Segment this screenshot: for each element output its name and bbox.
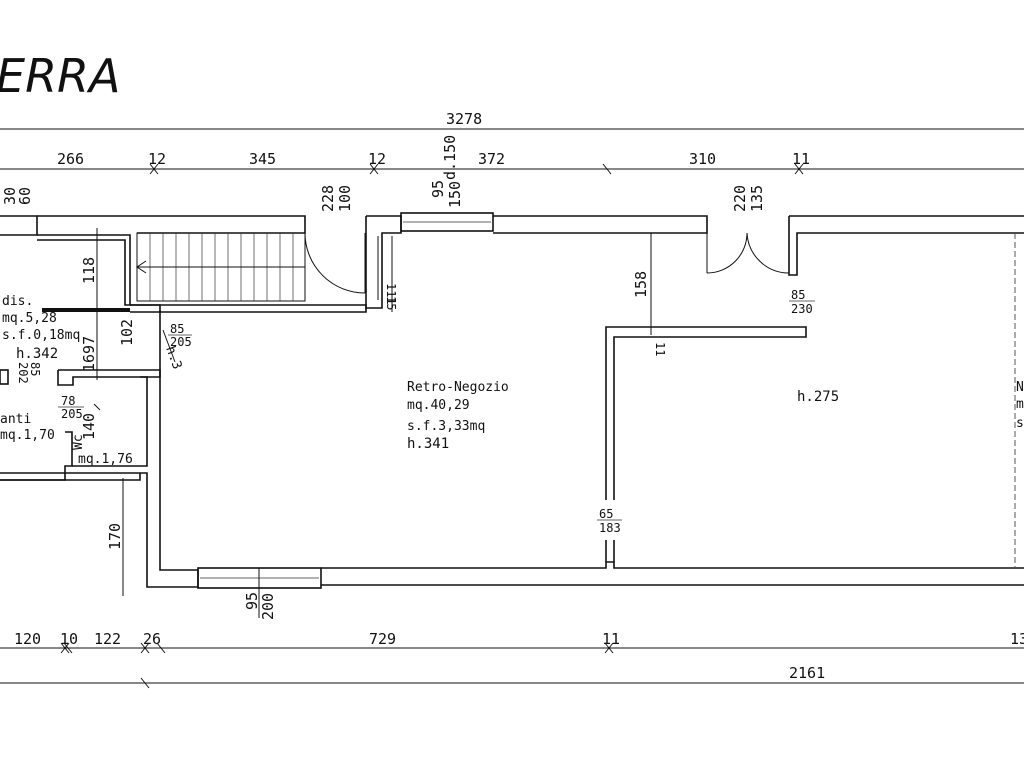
opening-65-183-w: 65 [599,507,613,521]
opening-78-205-w: 78 [61,394,75,408]
room-right-cut-1: N [1016,380,1024,395]
dim-15: 15 [384,296,398,310]
dim-top-310: 310 [689,150,716,168]
dim-vert-135: 135 [748,185,766,212]
bottom-dimension-lines [0,642,1024,689]
opening-85-205-h: 205 [170,335,192,349]
room-dis-name: dis. [2,294,33,309]
dim-vert-d150: d.150 [441,135,459,180]
dim-bottom-120: 120 [14,630,41,648]
opening-85-205-w: 85 [170,322,184,336]
dim-vert-30: 30 [1,187,19,205]
dim-top-total: 3278 [446,110,482,128]
dim-158: 158 [632,271,650,298]
staircase [136,232,306,302]
dim-vert-95: 95 [429,180,447,198]
dim-left-1697: 1697 [80,336,98,372]
dim-left-102: 102 [118,319,136,346]
room-wc-area: mq.1,76 [78,452,133,467]
dim-left-118: 118 [80,257,98,284]
opening-85-230-w: 85 [791,288,805,302]
dim-vert-150: 150 [446,181,464,208]
room-right-cut-2: m [1016,397,1024,412]
room-anti-name: anti [0,412,31,427]
walls [0,212,1024,589]
dim-left-140: 140 [80,413,98,440]
plan-title: ERRA [0,49,120,103]
opening-78-205-h: 205 [61,407,83,421]
dim-bottom-11: 11 [602,630,620,648]
dim-bottom-10: 10 [60,630,78,648]
dim-95-bottom: 95 [243,592,261,610]
room-dis-area: mq.5,28 [2,311,57,326]
room-retro-area: mq.40,29 [407,398,470,413]
dim-top-345: 345 [249,150,276,168]
room-retro-height: h.341 [407,436,449,452]
dim-11-shop: 11 [653,342,667,356]
opening-65-183-h: 183 [599,521,621,535]
opening-85-202-h: 202 [16,362,30,384]
dim-left-170: 170 [106,523,124,550]
left-dimension-lines [93,228,124,596]
door-swings [162,232,790,363]
dim-111: 111 [384,283,398,305]
dim-vert-220: 220 [731,185,749,212]
dim-vert-228: 228 [319,185,337,212]
dim-200-bottom: 200 [259,593,277,620]
dim-bottom-729: 729 [369,630,396,648]
room-wc-name: Wc [71,434,86,450]
room-dis-sf: s.f.0,18mq [2,328,80,343]
room-dis-height: h.342 [16,346,58,362]
room-retro-sf: s.f.3,33mq [407,419,485,434]
dim-vert-100: 100 [336,185,354,212]
opening-85-202-w: 85 [28,362,42,376]
dim-bottom-13: 13 [1010,630,1024,648]
dim-top-12a: 12 [148,150,166,168]
room-shop-height: h.275 [797,389,839,405]
dim-top-266: 266 [57,150,84,168]
room-anti-area: mq.1,70 [0,428,55,443]
dim-bottom-26: 26 [143,630,161,648]
dim-vert-60: 60 [16,187,34,205]
room-right-cut-3: s [1016,416,1024,431]
top-dimension-lines [0,128,1024,175]
dim-bottom-122: 122 [94,630,121,648]
dim-top-11: 11 [792,150,810,168]
opening-85-230-h: 230 [791,302,813,316]
dim-bottom-total: 2161 [789,664,825,682]
dim-top-372: 372 [478,150,505,168]
opening-labels: 85 205 85 230 85 202 78 205 65 183 [16,288,815,535]
dim-top-12b: 12 [368,150,386,168]
room-retro-name: Retro-Negozio [407,380,509,395]
